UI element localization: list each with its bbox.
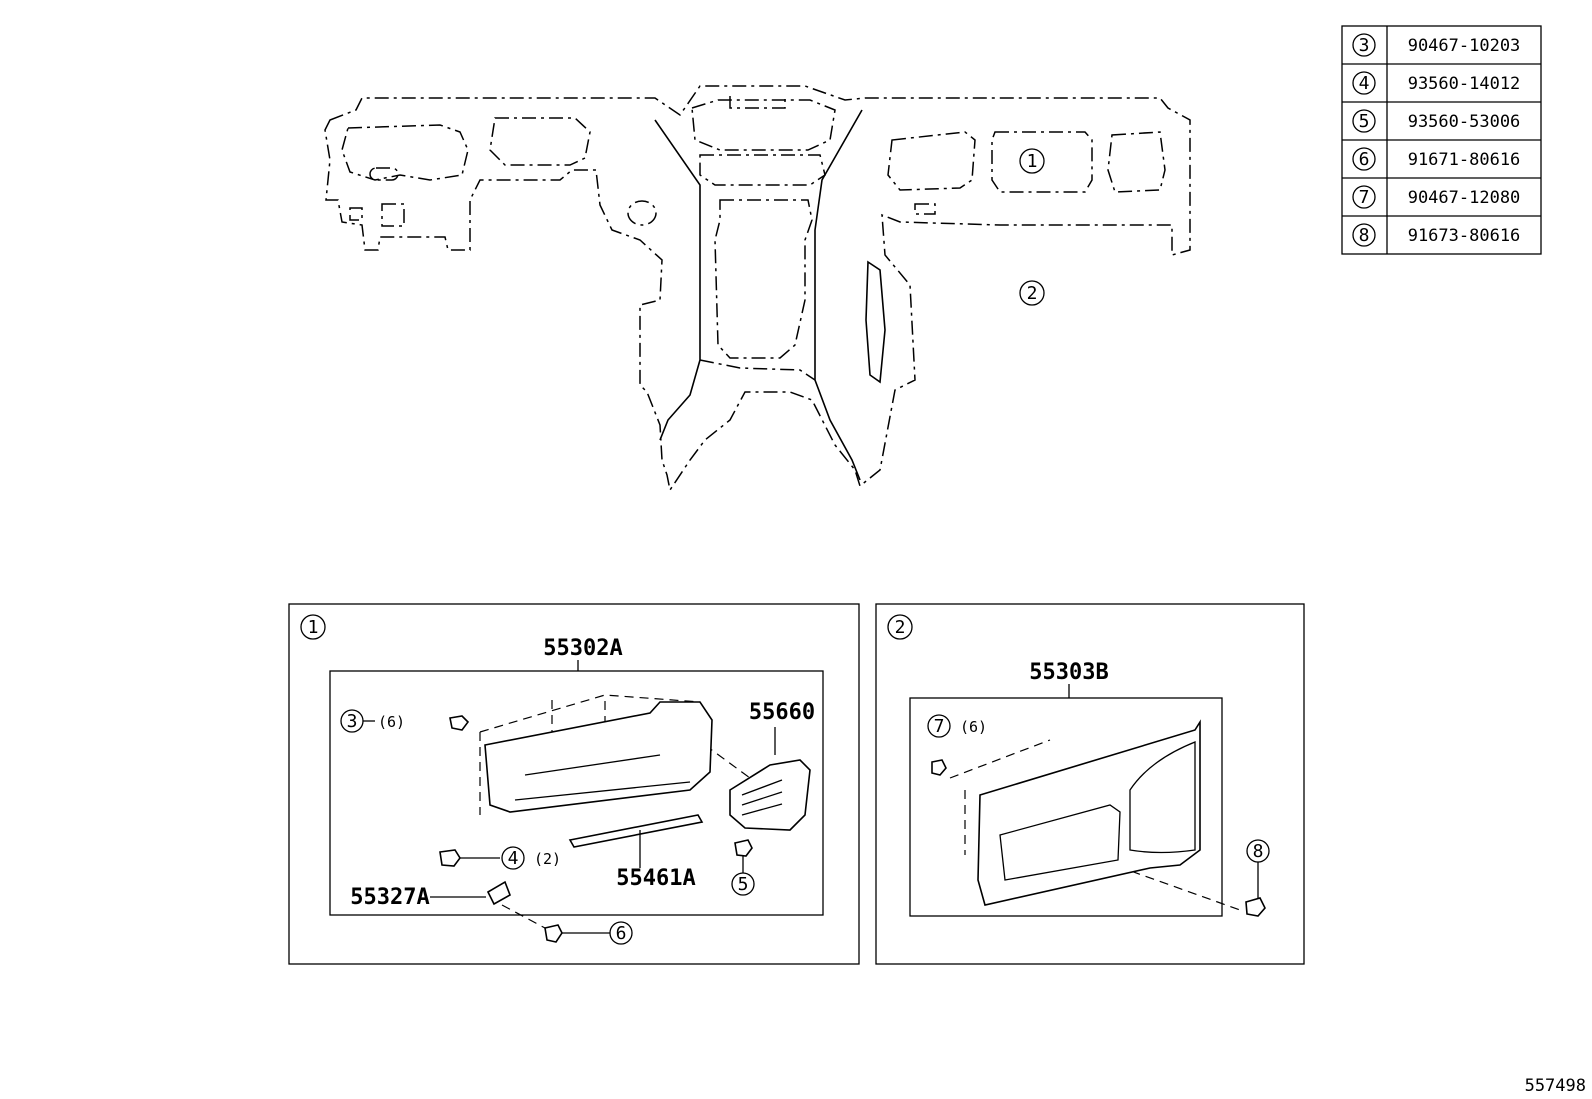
- part-number: 90467-12080: [1408, 188, 1521, 208]
- strip-part-number[interactable]: 55461A: [616, 866, 695, 891]
- illustration-id: 557498: [1525, 1076, 1586, 1096]
- part-number: 91673-80616: [1408, 226, 1521, 246]
- screw-fastener-5[interactable]: [734, 839, 753, 857]
- part-number: 93560-53006: [1408, 112, 1521, 132]
- assembly-frame: [329, 670, 824, 916]
- clip-fastener-3[interactable]: [449, 715, 470, 731]
- assembly-part-number[interactable]: 55303B: [1029, 660, 1108, 685]
- ref-6: 6: [616, 923, 627, 944]
- callout-2-label: 2: [1027, 283, 1038, 304]
- passenger-switch: [914, 203, 936, 215]
- center-upper-panel: [489, 117, 591, 166]
- start-button: [627, 200, 657, 226]
- panel-1-ref: 1: [308, 617, 319, 638]
- detail-panel-2: 2 55303B 7 (6) 8: [875, 603, 1305, 965]
- trim-panel-recess: [999, 804, 1121, 881]
- glovebox-panel[interactable]: [484, 701, 713, 813]
- ref-circle: [1352, 109, 1376, 133]
- ref-4-circle: [501, 846, 525, 870]
- ref-4: 4: [508, 848, 519, 869]
- left-vent-slot: [369, 167, 399, 181]
- dashboard-outline: [324, 85, 1191, 492]
- panel-2-ref: 2: [895, 617, 906, 638]
- parts-table-row[interactable]: 4 93560-14012: [1352, 71, 1521, 95]
- screw-fastener-6[interactable]: [544, 924, 563, 943]
- ref-number: 4: [1359, 73, 1370, 94]
- panel-2-ref-circle: [887, 614, 913, 640]
- detail-panel-1: 1 55302A 55461A 55660 3 (6) 4 (2) 5: [288, 603, 860, 965]
- clip-part-number[interactable]: 55327A: [350, 885, 429, 910]
- climate-panel: [699, 154, 826, 186]
- parts-table-row[interactable]: 7 90467-12080: [1352, 185, 1521, 209]
- part-number: 90467-10203: [1408, 36, 1521, 56]
- parts-table-row[interactable]: 5 93560-53006: [1352, 109, 1521, 133]
- trim-panel-curve: [1129, 741, 1196, 854]
- ref-number: 5: [1359, 111, 1370, 132]
- assembly-part-number[interactable]: 55302A: [543, 636, 622, 661]
- ref-circle: [1352, 33, 1376, 57]
- ref-number: 7: [1359, 187, 1370, 208]
- shifter-opening: [714, 199, 813, 359]
- parts-table-row[interactable]: 8 91673-80616: [1352, 223, 1521, 247]
- ref-circle: [1352, 147, 1376, 171]
- assembly-frame: [909, 697, 1223, 917]
- ref-7-circle: [927, 714, 951, 738]
- ref-5: 5: [738, 874, 749, 895]
- console-lower: [699, 359, 816, 381]
- ref-number: 6: [1359, 149, 1370, 170]
- parts-table: 3 90467-10203 4 93560-14012 5 93560-5300…: [1341, 25, 1542, 255]
- ref-circle: [1352, 185, 1376, 209]
- passenger-upper-opening: [887, 131, 976, 191]
- callout-1-label: 1: [1027, 151, 1038, 172]
- ref-7: 7: [934, 716, 945, 737]
- bolt-fastener-8[interactable]: [1245, 897, 1266, 917]
- ref-4-qty: (2): [534, 850, 561, 868]
- detail-panel-2-border: [875, 603, 1305, 965]
- console-side-trim: [865, 260, 886, 384]
- parts-table-row[interactable]: 3 90467-10203: [1352, 33, 1521, 57]
- glovebox-panel-lip: [514, 781, 691, 801]
- detail-panel-1-border: [288, 603, 860, 965]
- ref-3: 3: [347, 711, 358, 732]
- console-edge-left: [654, 119, 701, 441]
- lower-strip[interactable]: [568, 814, 704, 848]
- ref-7-qty: (6): [960, 718, 987, 736]
- retainer-clip[interactable]: [486, 880, 511, 906]
- screw-fastener-4[interactable]: [439, 849, 461, 867]
- console-edge-right: [814, 109, 863, 481]
- vent-louver: [741, 779, 783, 816]
- left-switch-a: [349, 207, 363, 221]
- ref-number: 8: [1359, 225, 1370, 246]
- part-number: 93560-14012: [1408, 74, 1521, 94]
- ref-circle: [1352, 223, 1376, 247]
- glovebox-panel-line: [524, 754, 661, 776]
- panel-1-ref-circle: [300, 614, 326, 640]
- dashboard-overview: 1 2: [324, 85, 1191, 492]
- left-switch-b: [381, 203, 405, 227]
- clip-fastener-7[interactable]: [931, 759, 947, 776]
- instrument-cluster-area: [341, 124, 469, 181]
- part-number: 91671-80616: [1408, 150, 1521, 170]
- parts-table-row[interactable]: 6 91671-80616: [1352, 147, 1521, 171]
- ref-3-qty: (6): [378, 713, 405, 731]
- vent-part-number[interactable]: 55660: [749, 700, 815, 725]
- callout-1-circle[interactable]: [1019, 148, 1045, 174]
- ref-6-circle: [609, 921, 633, 945]
- callout-2-circle[interactable]: [1019, 280, 1045, 306]
- right-vent-area: [1107, 131, 1166, 193]
- ref-8: 8: [1253, 841, 1264, 862]
- glovebox-area: [991, 131, 1093, 193]
- lower-trim-panel[interactable]: [977, 719, 1201, 906]
- ref-number: 3: [1359, 35, 1370, 56]
- display-opening: [691, 99, 836, 151]
- ref-circle: [1352, 71, 1376, 95]
- top-vent: [729, 96, 786, 109]
